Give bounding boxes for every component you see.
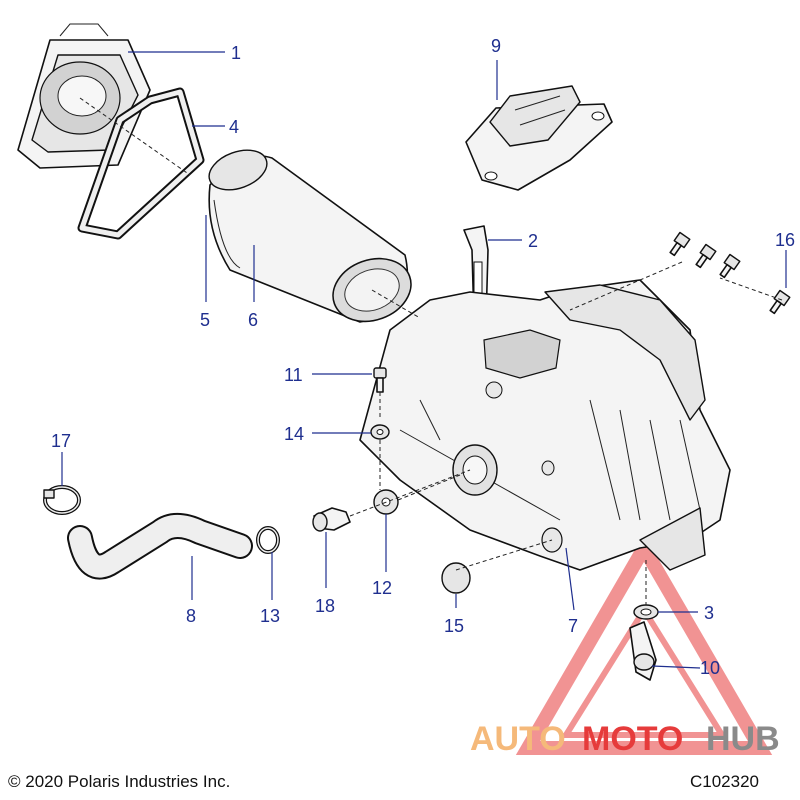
callout-8: 8 [186,606,196,626]
watermark-logo-icon [515,534,773,755]
part-18-valve [312,507,351,532]
callout-14: 14 [284,424,304,444]
watermark-moto: MOTO [582,720,683,758]
watermark-text: AUTO MOTO HUB [470,720,780,758]
part-13-clamp [256,526,280,554]
part-10-drain-valve [629,621,657,681]
part-15-plug [441,562,471,594]
part-14-washer [370,424,390,440]
part-8-drain-hose [67,513,253,580]
part-9-cover-plate [465,85,613,191]
part-4-seal-gasket [77,87,205,240]
watermark-auto: AUTO [470,720,566,758]
callout-18: 18 [315,596,335,616]
callout-13: 13 [260,606,280,626]
part-7-airbox-housing [359,279,731,571]
callout-5: 5 [200,310,210,330]
callout-2: 2 [528,231,538,251]
diagram-code: C102320 [690,772,759,791]
part-1-intake-cover [17,23,151,169]
callout-4: 4 [229,117,239,137]
callout-15: 15 [444,616,464,636]
alignment-lines [79,97,783,605]
callout-labels: 1 2 3 4 5 6 7 8 9 10 11 12 13 14 15 16 1… [51,36,795,678]
callout-10: 10 [700,658,720,678]
part-3-ring [633,604,659,620]
callout-1: 1 [231,43,241,63]
leader-lines [61,51,787,669]
callout-7: 7 [568,616,578,636]
part-6-air-filter [208,149,412,323]
part-17-clamp [43,485,81,515]
watermark-hub: HUB [706,720,780,758]
callout-9: 9 [491,36,501,56]
callout-11: 11 [284,365,303,385]
callout-16: 16 [775,230,795,250]
callout-12: 12 [372,578,392,598]
callout-17: 17 [51,431,71,451]
copyright-text: © 2020 Polaris Industries Inc. [8,772,230,791]
callout-6: 6 [248,310,258,330]
part-16-bolts [669,231,791,315]
callout-3: 3 [704,603,714,623]
